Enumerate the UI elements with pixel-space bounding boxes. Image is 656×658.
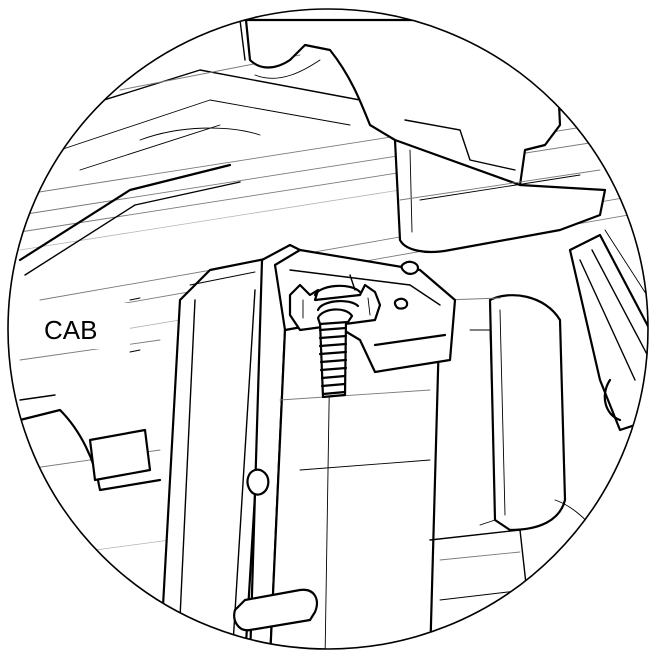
magnified-detail xyxy=(18,9,648,649)
cab-lower-edge xyxy=(18,319,162,561)
upper-hook-bracket xyxy=(223,9,607,254)
right-side-bracket xyxy=(444,229,648,582)
cab-upper-panel xyxy=(18,54,381,276)
cab-label: CAB xyxy=(44,315,97,345)
main-vertical-plate xyxy=(158,243,302,649)
callout-background xyxy=(36,303,130,349)
detail-circle-border xyxy=(7,8,649,650)
threaded-bolt xyxy=(316,308,354,399)
callout-leader xyxy=(129,297,141,353)
clip-nut xyxy=(288,283,382,332)
lower-right-block xyxy=(429,529,531,641)
cab-callout: CAB xyxy=(36,297,141,353)
